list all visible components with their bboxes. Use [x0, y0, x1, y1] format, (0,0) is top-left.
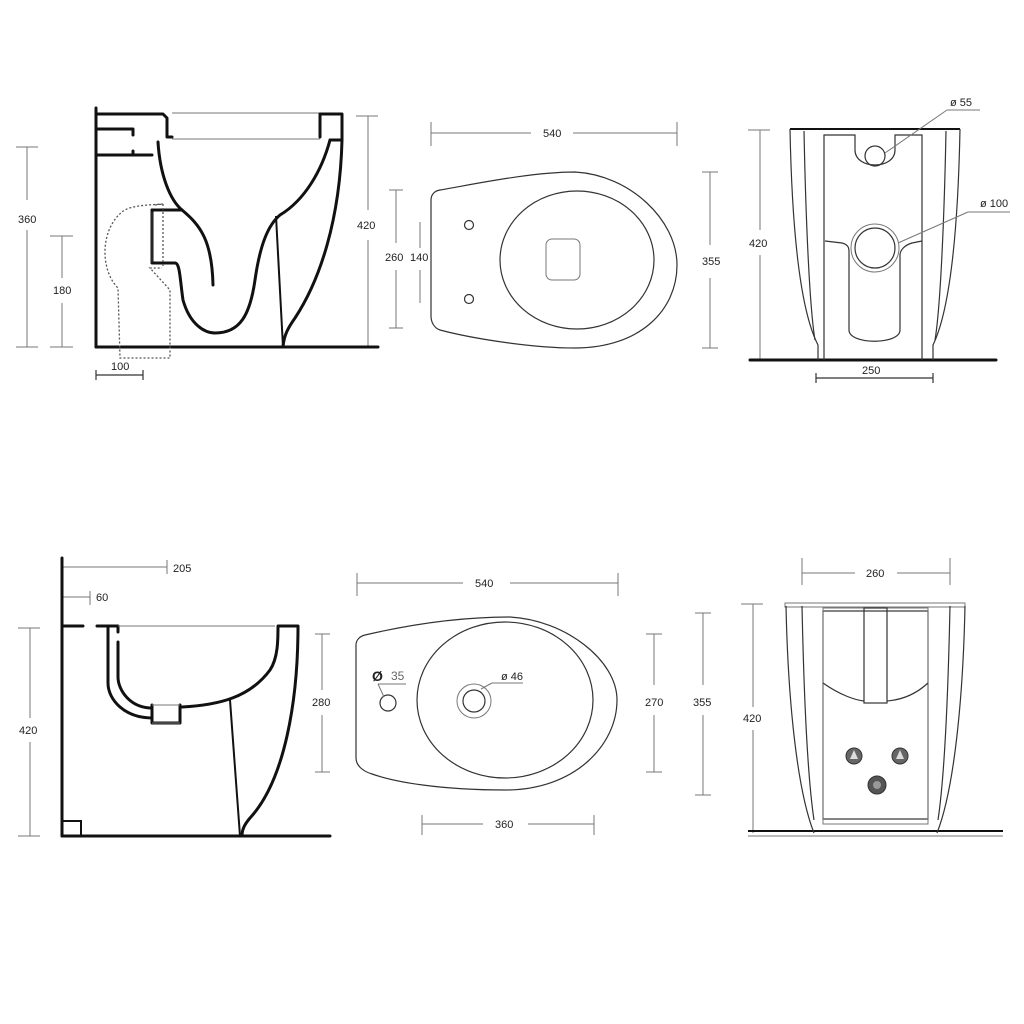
dim-toilet-length-540: 540 [430, 122, 678, 146]
label-260: 260 [385, 252, 403, 264]
label-205: 205 [173, 563, 191, 575]
label-bidet-260: 260 [866, 568, 884, 580]
dim-bidet-270: 270 [645, 633, 663, 773]
label-270: 270 [645, 697, 663, 709]
toilet-rear-view: 420 250 ø 55 ø 100 [748, 97, 1010, 383]
label-355: 355 [702, 256, 720, 268]
label-540: 540 [543, 128, 561, 140]
dim-bidet-280: 280 [312, 633, 330, 773]
label-60: 60 [96, 592, 108, 604]
dim-toilet-outlet-180: 180 [50, 235, 73, 348]
bidet-fitting-right [891, 747, 909, 765]
bidet-drain-fitting [867, 775, 887, 795]
dim-bidet-length-540: 540 [356, 573, 619, 596]
dim-toilet-hinge-260: 260 [385, 189, 403, 329]
label-360: 360 [18, 214, 36, 226]
dim-toilet-height-360: 360 [16, 146, 38, 348]
label-100: 100 [111, 361, 129, 373]
bidet-fitting-left [845, 747, 863, 765]
label-35: 35 [391, 669, 405, 683]
dim-toilet-rear-420: 420 [748, 129, 770, 360]
dim-bidet-rear-260: 260 [801, 558, 951, 585]
toilet-top-view: 540 260 140 355 [385, 122, 720, 349]
dim-bidet-360: 360 [421, 815, 595, 835]
label-360-bidet: 360 [495, 819, 513, 831]
label-bidet-420: 420 [19, 725, 37, 737]
dim-bidet-355: 355 [693, 612, 711, 796]
label-diameter-46: ø 46 [501, 671, 523, 683]
dim-toilet-offset-100: 100 [95, 361, 144, 380]
dim-toilet-hinge-140: 140 [410, 222, 428, 303]
dim-bidet-rear-420: 420 [741, 603, 763, 833]
dim-bidet-420: 420 [18, 627, 40, 837]
toilet-side-view: 360 180 100 420 [16, 106, 380, 380]
dim-toilet-height-420: 420 [356, 115, 378, 347]
label-diameter-55: ø 55 [950, 97, 972, 109]
label-140: 140 [410, 252, 428, 264]
label-rear-420: 420 [749, 238, 767, 250]
bidet-top-view: 540 270 355 360 [355, 573, 711, 835]
label-diameter-100: ø 100 [980, 198, 1008, 210]
label-280: 280 [312, 697, 330, 709]
label-bidet-540: 540 [475, 578, 493, 590]
dim-toilet-width-355: 355 [702, 171, 720, 349]
dim-bidet-205: 205 [63, 560, 191, 575]
label-bidet-355: 355 [693, 697, 711, 709]
label-180: 180 [53, 285, 71, 297]
label-420: 420 [357, 220, 375, 232]
label-bidet-rear-420: 420 [743, 713, 761, 725]
bidet-rear-view: 260 420 [741, 558, 1003, 837]
diameter-symbol: Ø [372, 668, 383, 684]
bidet-side-view: 205 60 420 280 [18, 556, 332, 838]
dim-bidet-60: 60 [63, 591, 108, 605]
dim-toilet-base-250: 250 [815, 365, 934, 383]
label-250: 250 [862, 365, 880, 377]
